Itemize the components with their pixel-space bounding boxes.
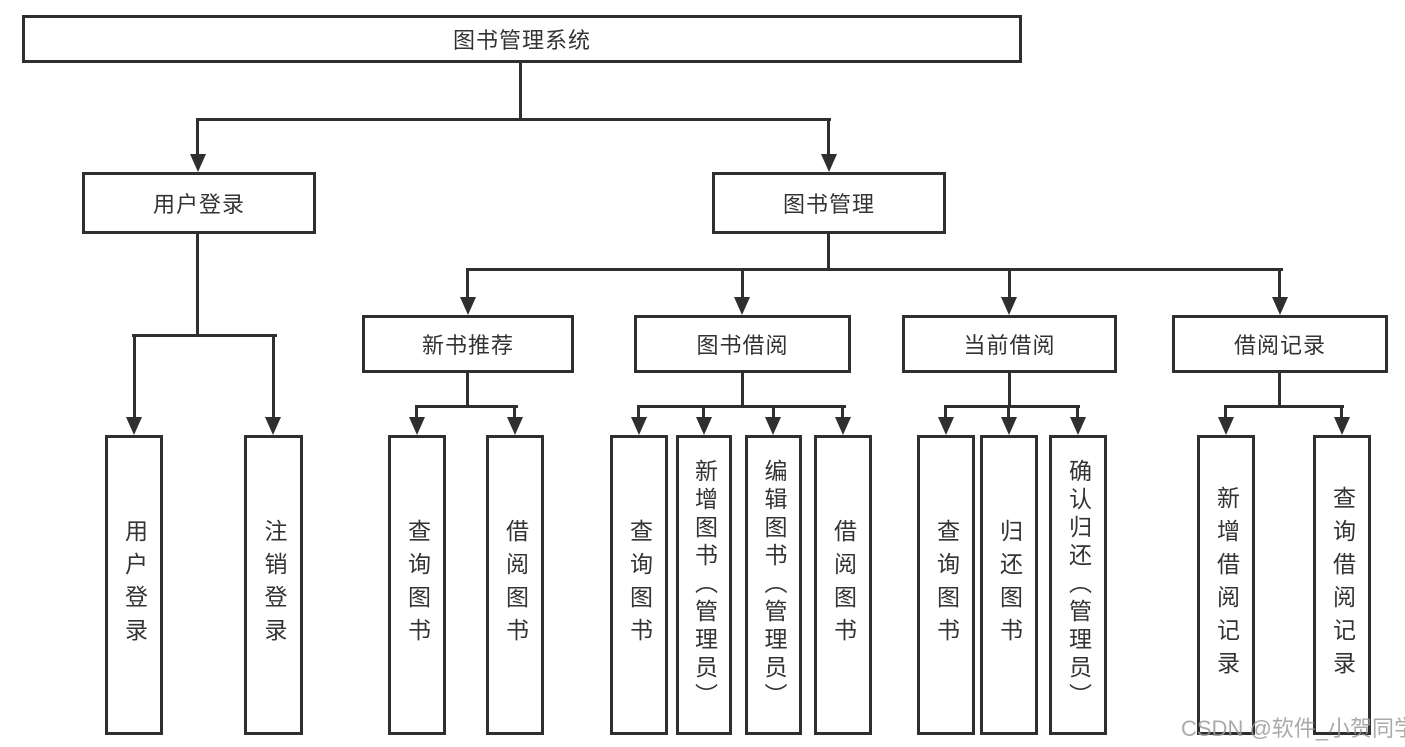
node-book-management: 图书管理 — [712, 172, 946, 234]
arrow-down-icon — [126, 417, 142, 435]
arrow-down-icon — [507, 417, 523, 435]
connector-login-stem — [196, 234, 199, 337]
connector-to-borrow-records — [1278, 268, 1281, 300]
arrow-down-icon — [1001, 297, 1017, 315]
arrow-down-icon — [1001, 417, 1017, 435]
connector-level3-rail — [466, 268, 1283, 271]
arrow-down-icon — [265, 417, 281, 435]
arrow-down-icon — [821, 154, 837, 172]
leaf-add-borrow-record-label: 新增借阅记录 — [1213, 486, 1240, 684]
connector-leaf-line — [513, 405, 516, 419]
leaf-edit-book-admin-label: 编辑图书（管理员） — [761, 459, 787, 711]
node-borrow-records: 借阅记录 — [1172, 315, 1388, 373]
leaf-borrow-query-book-label: 查询图书 — [626, 519, 653, 651]
leaf-edit-book-admin: 编辑图书（管理员） — [745, 435, 802, 735]
connector-login-rail — [132, 334, 277, 337]
connector-leaf-line — [944, 405, 947, 419]
arrow-down-icon — [409, 417, 425, 435]
arrow-down-icon — [696, 417, 712, 435]
connector-leaf-line — [702, 405, 705, 419]
arrow-down-icon — [631, 417, 647, 435]
node-book-borrow: 图书借阅 — [634, 315, 851, 373]
arrow-down-icon — [835, 417, 851, 435]
arrow-down-icon — [1070, 417, 1086, 435]
node-current-borrow: 当前借阅 — [902, 315, 1117, 373]
leaf-current-query-book: 查询图书 — [917, 435, 975, 735]
arrow-down-icon — [938, 417, 954, 435]
node-user-login: 用户登录 — [82, 172, 316, 234]
leaf-return-book: 归还图书 — [980, 435, 1038, 735]
connector-leaf-line — [772, 405, 775, 419]
leaf-query-borrow-record: 查询借阅记录 — [1313, 435, 1371, 735]
connector-leaf-line — [1076, 405, 1079, 419]
leaf-recommend-query-book: 查询图书 — [388, 435, 446, 735]
arrow-down-icon — [1272, 297, 1288, 315]
leaf-add-book-admin-label: 新增图书（管理员） — [691, 459, 718, 711]
connector-leaf-line — [1007, 405, 1010, 419]
connector-leaf-line — [637, 405, 640, 419]
node-book-management-label: 图书管理 — [782, 192, 875, 217]
node-user-login-label: 用户登录 — [152, 192, 245, 217]
leaf-add-book-admin: 新增图书（管理员） — [676, 435, 732, 735]
leaf-user-login: 用户登录 — [105, 435, 163, 735]
leaf-return-book-label: 归还图书 — [996, 519, 1023, 651]
arrow-down-icon — [734, 297, 750, 315]
connector-mgmt-stem — [827, 234, 830, 271]
node-borrow-records-label: 借阅记录 — [1233, 333, 1326, 358]
node-book-borrow-label: 图书借阅 — [696, 333, 789, 358]
node-new-book-recommend-label: 新书推荐 — [421, 333, 514, 358]
connector-leaf-line — [415, 405, 418, 419]
leaf-user-login-label: 用户登录 — [121, 519, 148, 651]
leaf-borrow-book: 借阅图书 — [814, 435, 872, 735]
leaf-borrow-query-book: 查询图书 — [610, 435, 668, 735]
leaf-confirm-return-admin: 确认归还（管理员） — [1049, 435, 1107, 735]
node-current-borrow-label: 当前借阅 — [963, 333, 1056, 358]
arrow-down-icon — [1334, 417, 1350, 435]
arrow-down-icon — [460, 297, 476, 315]
connector-level2-rail — [196, 118, 831, 121]
leaf-recommend-query-book-label: 查询图书 — [404, 519, 431, 651]
node-root: 图书管理系统 — [22, 15, 1022, 63]
leaf-recommend-borrow-book-label: 借阅图书 — [502, 519, 529, 651]
connector-current-stem — [1008, 373, 1011, 407]
connector-records-stem — [1278, 373, 1281, 407]
leaf-confirm-return-admin-label: 确认归还（管理员） — [1065, 459, 1092, 711]
leaf-add-borrow-record: 新增借阅记录 — [1197, 435, 1255, 735]
connector-to-book-borrow — [741, 268, 744, 300]
connector-root-stem — [519, 63, 522, 120]
connector-borrow-rail — [637, 405, 846, 408]
connector-current-rail — [944, 405, 1080, 408]
connector-to-user-login — [196, 118, 199, 158]
connector-to-current-borrow — [1008, 268, 1011, 300]
connector-borrow-stem — [741, 373, 744, 407]
connector-recommend-stem — [466, 373, 469, 407]
arrow-down-icon — [190, 154, 206, 172]
connector-recommend-rail — [415, 405, 518, 408]
leaf-current-query-book-label: 查询图书 — [933, 519, 960, 651]
leaf-logout-label: 注销登录 — [261, 519, 287, 651]
connector-leaf-line — [841, 405, 844, 419]
leaf-borrow-book-label: 借阅图书 — [830, 519, 857, 651]
connector-to-leaf-logout — [272, 334, 275, 419]
node-new-book-recommend: 新书推荐 — [362, 315, 574, 373]
leaf-logout: 注销登录 — [244, 435, 303, 735]
connector-leaf-line — [1340, 405, 1343, 419]
connector-leaf-line — [1224, 405, 1227, 419]
arrow-down-icon — [1218, 417, 1234, 435]
connector-to-leaf-user-login — [133, 334, 136, 419]
leaf-recommend-borrow-book: 借阅图书 — [486, 435, 544, 735]
connector-to-recommend — [466, 268, 469, 300]
node-root-label: 图书管理系统 — [452, 28, 591, 53]
arrow-down-icon — [765, 417, 781, 435]
connector-records-rail — [1224, 405, 1344, 408]
connector-to-book-management — [827, 118, 830, 158]
leaf-query-borrow-record-label: 查询借阅记录 — [1329, 486, 1356, 684]
csdn-watermark: CSDN @软件_小贺同学 — [1181, 716, 1405, 741]
